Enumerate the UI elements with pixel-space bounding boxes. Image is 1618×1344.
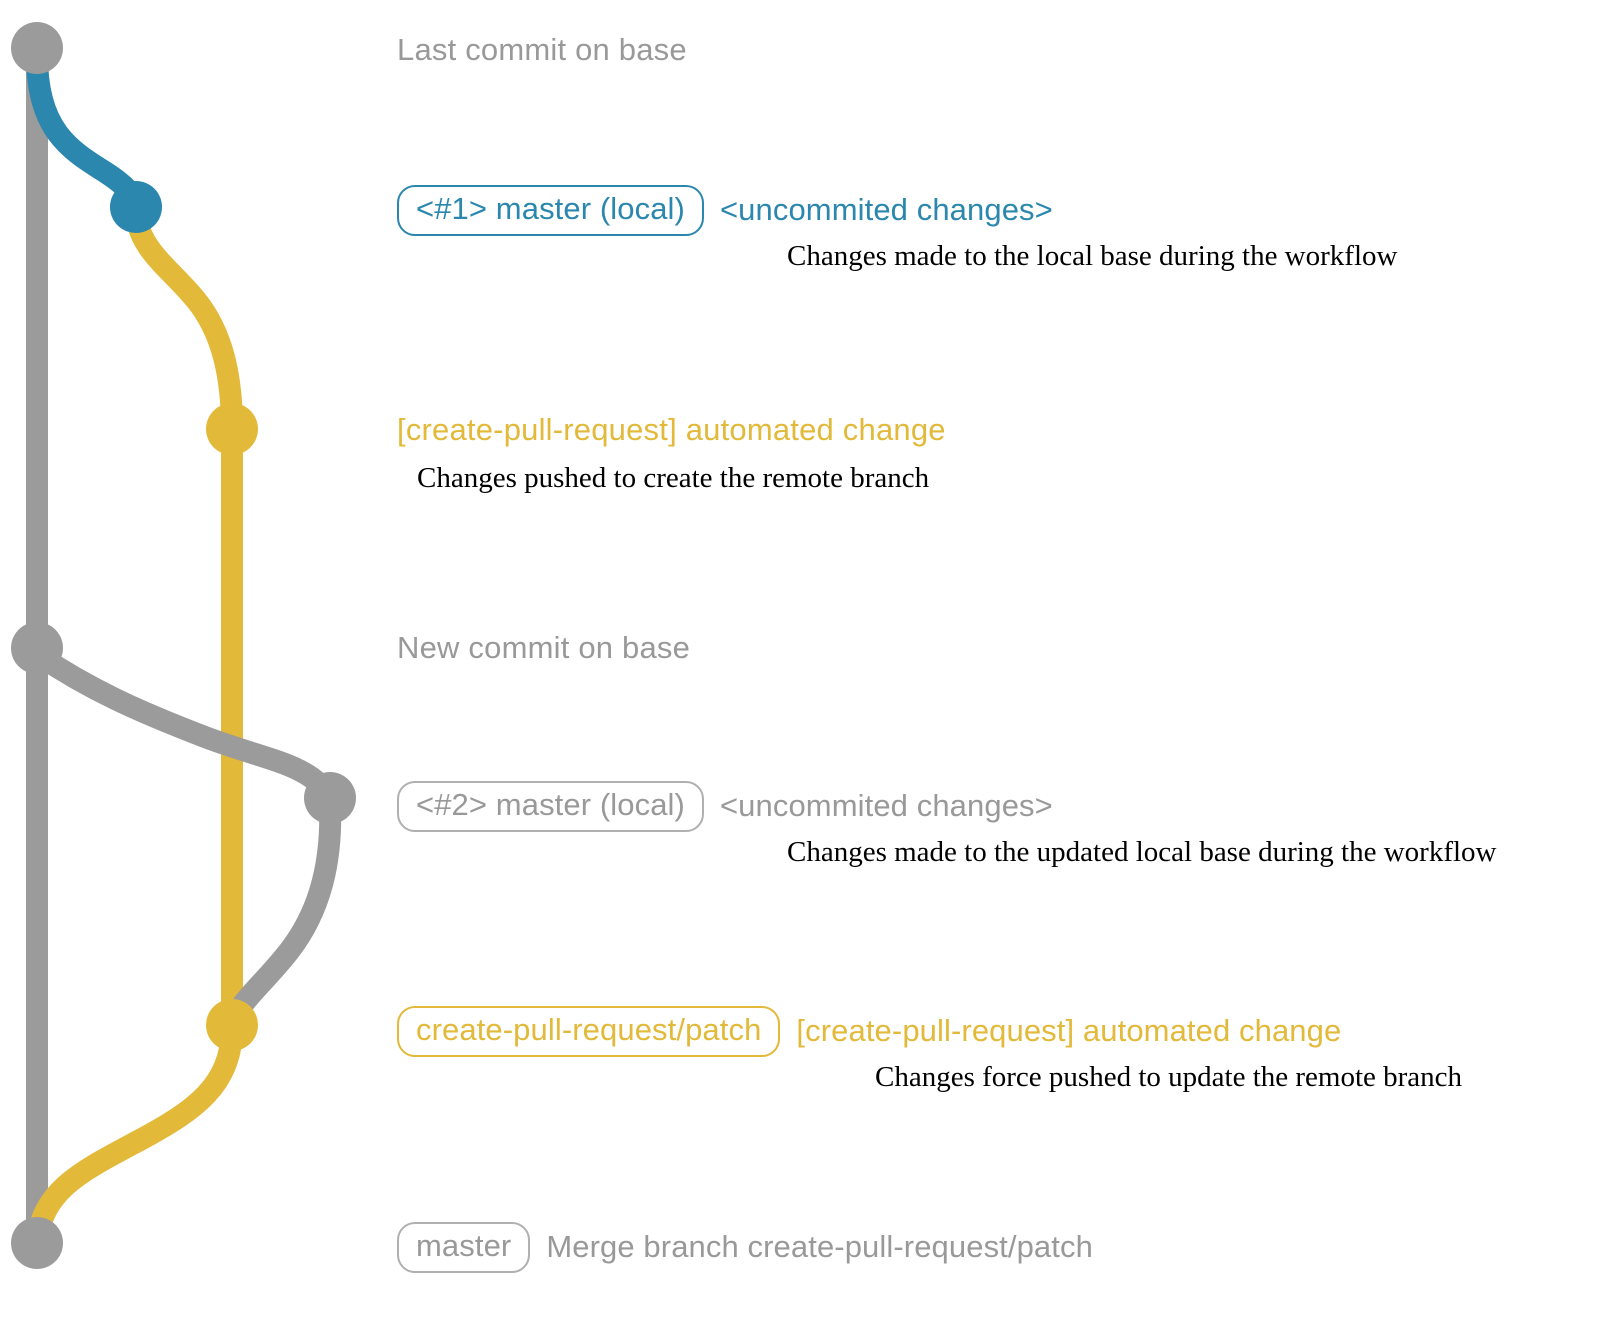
commit-description-master-local-1: Changes made to the local base during th… bbox=[787, 240, 1398, 272]
commit-title-master-local-2: <uncommited changes> bbox=[719, 788, 1053, 824]
commit-node-automated-change-2[interactable] bbox=[206, 999, 258, 1051]
graph-row-last-commit-on-base: Last commit on base bbox=[397, 32, 687, 68]
commit-title-automated-change-2: [create-pull-request] automated change bbox=[796, 1013, 1342, 1049]
commit-title-new-commit-on-base: New commit on base bbox=[397, 630, 691, 665]
commit-node-automated-change-1[interactable] bbox=[206, 403, 258, 455]
graph-row-new-commit-on-base: New commit on base bbox=[397, 630, 690, 666]
commit-title-merge-master: Merge branch create-pull-request/patch bbox=[546, 1229, 1093, 1265]
edge-local1-to-change1 bbox=[125, 202, 243, 440]
branch-pill-master-local-1[interactable]: <#1> master (local) bbox=[397, 185, 704, 236]
edge-change2-to-merge bbox=[26, 1020, 243, 1254]
commit-title-automated-change-1: [create-pull-request] automated change bbox=[397, 412, 946, 447]
graph-row-master-local-1: <#1> master (local) <uncommited changes> bbox=[397, 185, 1053, 236]
commit-node-master-local-1[interactable] bbox=[110, 181, 162, 233]
graph-row-automated-change-2: create-pull-request/patch [create-pull-r… bbox=[397, 1006, 1341, 1057]
branch-pill-create-pull-request-patch[interactable]: create-pull-request/patch bbox=[397, 1006, 781, 1057]
commit-node-new-commit-on-base[interactable] bbox=[11, 622, 63, 674]
graph-row-merge-master: master Merge branch create-pull-request/… bbox=[397, 1222, 1093, 1273]
commit-node-merge-master[interactable] bbox=[11, 1217, 63, 1269]
commit-description-automated-change-1: Changes pushed to create the remote bran… bbox=[417, 462, 930, 494]
branch-pill-master-local-2[interactable]: <#2> master (local) bbox=[397, 781, 704, 832]
graph-row-master-local-2: <#2> master (local) <uncommited changes> bbox=[397, 781, 1053, 832]
edge-base2-to-local2 bbox=[26, 643, 341, 809]
commit-description-master-local-2: Changes made to the updated local base d… bbox=[787, 836, 1497, 868]
commit-description-automated-change-2: Changes force pushed to update the remot… bbox=[875, 1061, 1463, 1093]
branch-pill-master[interactable]: master bbox=[397, 1222, 531, 1273]
commit-node-master-local-2[interactable] bbox=[304, 772, 356, 824]
commit-title-last-commit-on-base: Last commit on base bbox=[397, 32, 687, 67]
graph-row-automated-change-1: [create-pull-request] automated change bbox=[397, 412, 946, 448]
edge-base-to-local1 bbox=[26, 45, 147, 218]
commit-node-last-commit-on-base[interactable] bbox=[11, 22, 63, 74]
commit-title-master-local-1: <uncommited changes> bbox=[719, 192, 1053, 228]
commit-nodes bbox=[11, 22, 356, 1269]
edge-local2-to-change2 bbox=[221, 793, 342, 1036]
